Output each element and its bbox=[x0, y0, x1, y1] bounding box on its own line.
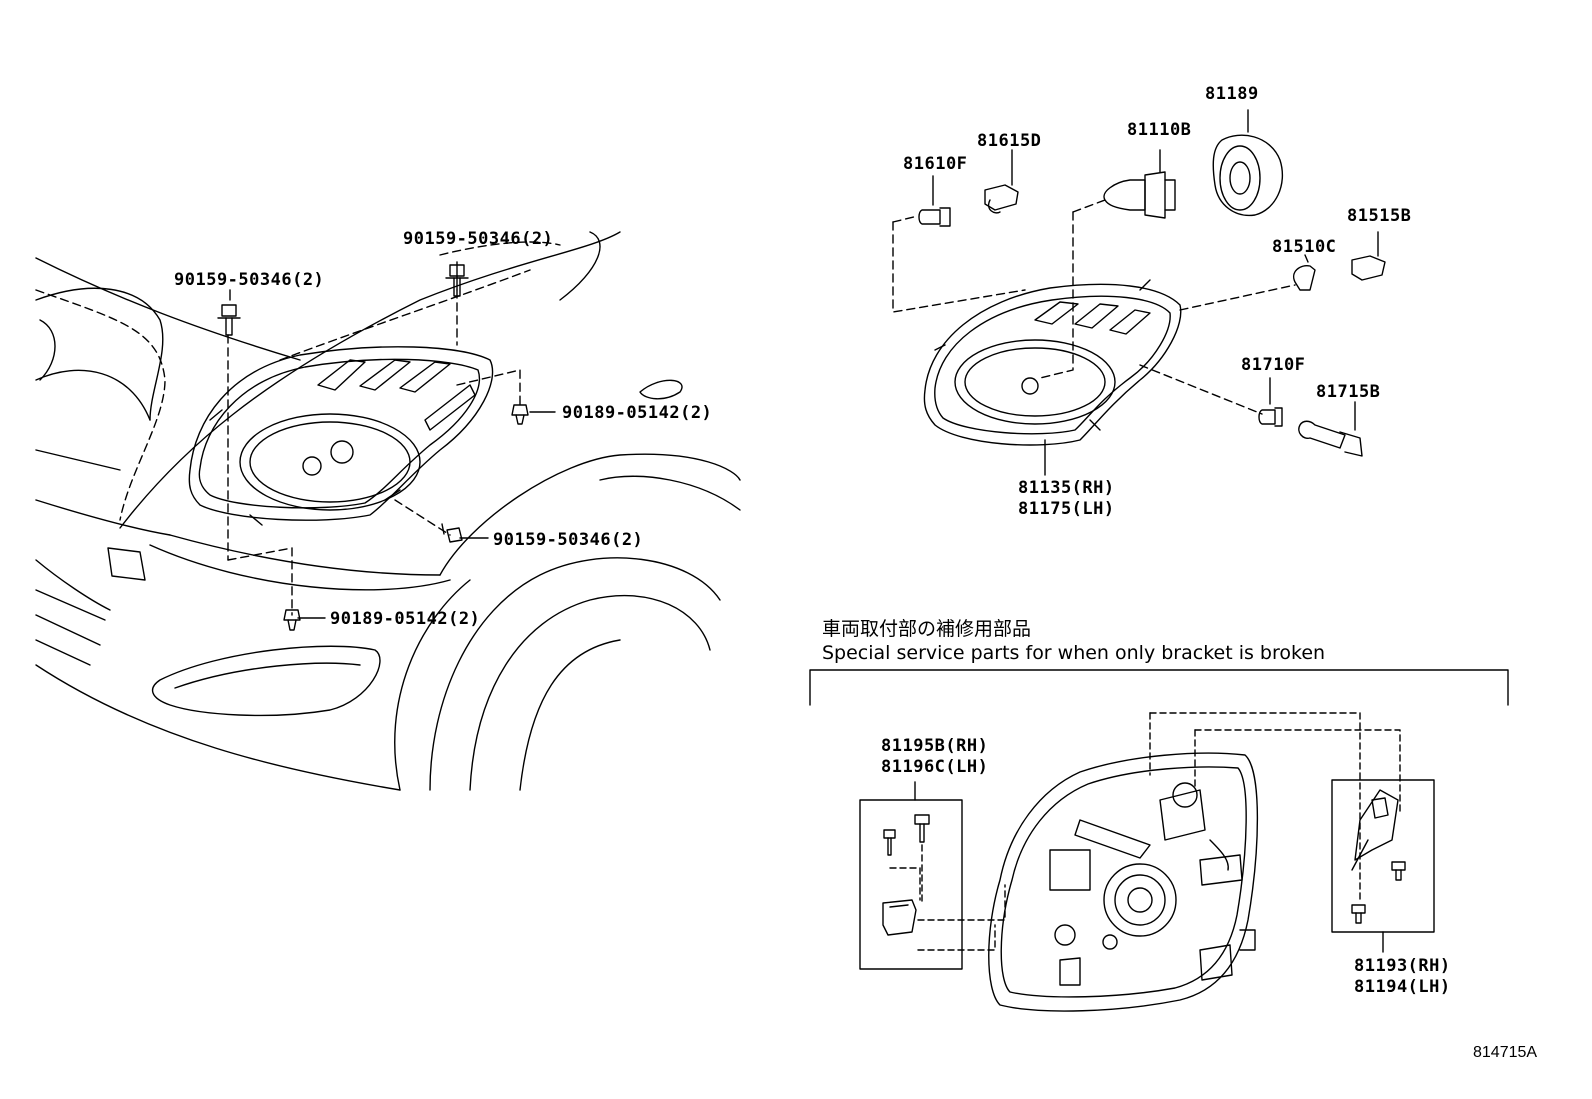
part-label-81194-lh: 81194(LH) bbox=[1354, 977, 1451, 997]
part-label-81193-rh: 81193(RH) bbox=[1354, 956, 1451, 976]
bracket-kit-right-box bbox=[1150, 713, 1434, 952]
service-note-english: Special service parts for when only brac… bbox=[822, 642, 1326, 664]
bulb-icon-81610f bbox=[919, 176, 950, 226]
clip-icon-right bbox=[512, 405, 528, 424]
part-label-81615d: 81615D bbox=[977, 131, 1042, 151]
part-label-81515b: 81515B bbox=[1347, 206, 1412, 226]
part-label-headlamp-assy: 81135(RH) 81175(LH) bbox=[1018, 478, 1115, 520]
bolt-icon-upper-center bbox=[446, 265, 468, 296]
part-label-81715b: 81715B bbox=[1316, 382, 1381, 402]
catalog-id: 814715A bbox=[1473, 1044, 1538, 1061]
service-bracket-frame bbox=[810, 670, 1508, 705]
assembly-leaders bbox=[893, 200, 1295, 414]
clip-icon-lower bbox=[284, 610, 300, 630]
part-label-81135-rh: 81135(RH) bbox=[1018, 478, 1115, 498]
part-label-81175-lh: 81175(LH) bbox=[1018, 499, 1115, 519]
part-label-81110b: 81110B bbox=[1127, 120, 1192, 140]
part-label-81710f: 81710F bbox=[1241, 355, 1306, 375]
part-label-81610f: 81610F bbox=[903, 154, 968, 174]
bolt-icon-lower-right bbox=[442, 524, 462, 542]
bulb-icon-81510c bbox=[1294, 255, 1315, 290]
service-note-japanese: 車両取付部の補修用部品 bbox=[822, 618, 1032, 640]
bolt-icon-upper-left bbox=[218, 305, 240, 335]
socket-icon-81515b bbox=[1352, 232, 1385, 280]
bulb-cover-icon-81189 bbox=[1213, 110, 1282, 215]
headlamp-rear-view bbox=[989, 753, 1258, 1011]
part-label-81195b-rh: 81195B(RH) bbox=[881, 736, 989, 756]
socket-icon-81615d bbox=[985, 150, 1018, 213]
fastener-label-upper-left: 90159-50346(2) bbox=[174, 270, 325, 290]
part-label-81510c: 81510C bbox=[1272, 237, 1337, 257]
fastener-label-lower-right: 90159-50346(2) bbox=[493, 530, 644, 550]
part-label-81196c-lh: 81196C(LH) bbox=[881, 757, 989, 777]
bulb-icon-81710f bbox=[1259, 378, 1282, 426]
vehicle-front-outline bbox=[36, 232, 740, 790]
fastener-label-upper-center: 90159-50346(2) bbox=[403, 229, 554, 249]
part-label-81189: 81189 bbox=[1205, 84, 1259, 104]
part-label-bracket-kit-left: 81195B(RH) 81196C(LH) bbox=[881, 736, 988, 778]
fastener-label-clip-right: 90189-05142(2) bbox=[562, 403, 713, 423]
fastener-label-clip-lower: 90189-05142(2) bbox=[330, 609, 481, 629]
bracket-kit-left-box bbox=[860, 782, 1005, 969]
headlamp-assembly bbox=[924, 280, 1180, 475]
fastener-leaders bbox=[228, 262, 555, 618]
part-label-bracket-kit-right: 81193(RH) 81194(LH) bbox=[1354, 956, 1451, 998]
socket-icon-81715b bbox=[1299, 402, 1362, 456]
headlamp-mounted bbox=[189, 347, 492, 525]
headlamp-bulb-icon-81110b bbox=[1104, 150, 1175, 218]
